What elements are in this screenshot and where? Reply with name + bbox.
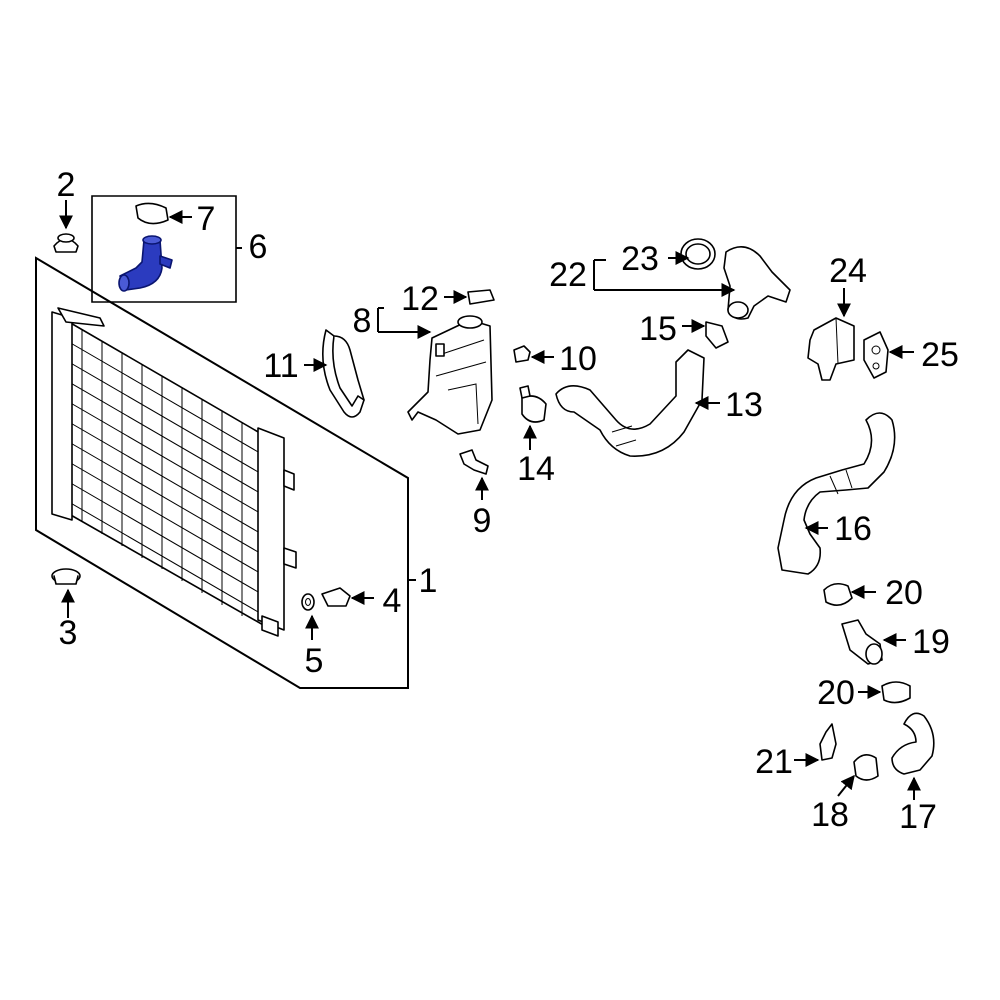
part-20-clamp-lower[interactable] [881, 681, 911, 704]
callout-10: 10 [559, 340, 597, 378]
part-2-grommet[interactable] [53, 233, 79, 253]
callout-23: 23 [621, 240, 659, 278]
callout-13: 13 [725, 386, 763, 424]
part-20-clamp-upper[interactable] [823, 582, 853, 606]
callout-24: 24 [829, 252, 867, 290]
part-9-bolt[interactable] [459, 449, 489, 475]
callout-7: 7 [197, 200, 216, 238]
callout-21: 21 [755, 743, 793, 781]
part-8-reservoir[interactable] [407, 315, 493, 435]
part-12-clip[interactable] [467, 289, 495, 305]
callout-15: 15 [639, 310, 677, 348]
callout-16: 16 [834, 510, 872, 548]
callout-8: 8 [353, 302, 372, 340]
callout-25: 25 [921, 336, 959, 374]
part-3-grommet[interactable] [51, 568, 81, 585]
part-7-cap[interactable] [135, 202, 169, 225]
callout-12: 12 [401, 280, 439, 318]
part-16-hose[interactable] [777, 412, 896, 575]
callout-20-upper: 20 [885, 574, 923, 612]
callout-22: 22 [549, 256, 587, 294]
part-6-box [91, 195, 242, 303]
part-21-sensor[interactable] [819, 723, 837, 761]
part-4-drain-cock[interactable] [321, 587, 351, 607]
callout-14: 14 [517, 450, 555, 488]
callout-6: 6 [249, 228, 268, 266]
part-23-gasket[interactable] [680, 238, 716, 270]
part-19-fitting[interactable] [841, 619, 883, 665]
callout-1: 1 [419, 562, 438, 600]
radiator-assembly[interactable] [35, 256, 409, 689]
part-22-water-outlet[interactable] [723, 246, 791, 320]
callout-5: 5 [305, 642, 324, 680]
part-25-gasket-plate[interactable] [863, 331, 889, 379]
callout-18: 18 [811, 796, 849, 834]
part-11-hose[interactable] [322, 329, 365, 418]
part-24-valve[interactable] [807, 317, 855, 381]
callout-20-lower: 20 [817, 674, 855, 712]
callout-19: 19 [912, 623, 950, 661]
part-10-nut[interactable] [513, 345, 531, 363]
part-5-oring[interactable] [301, 593, 315, 611]
callout-17: 17 [899, 798, 937, 836]
part-14-clamp[interactable] [519, 385, 547, 423]
part-18-clamp[interactable] [853, 754, 879, 781]
callout-2: 2 [57, 166, 76, 204]
callout-9: 9 [473, 502, 492, 540]
callout-4: 4 [383, 582, 402, 620]
part-13-hose[interactable] [555, 349, 705, 457]
callout-11: 11 [263, 347, 298, 385]
callout-3: 3 [59, 614, 78, 652]
part-6-filler-neck-highlighted[interactable] [118, 235, 173, 292]
part-15-clip[interactable] [705, 321, 729, 349]
part-17-hose[interactable] [891, 712, 935, 775]
